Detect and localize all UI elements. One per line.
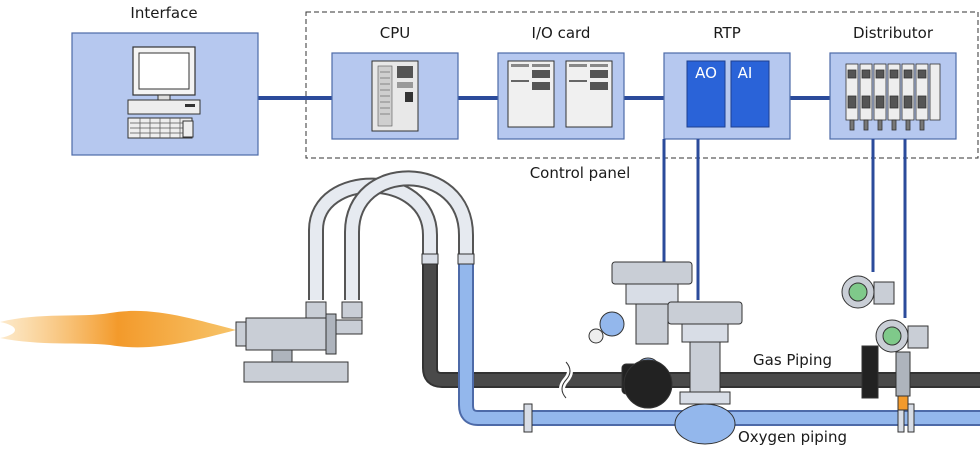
control-panel-frame [305, 11, 979, 159]
io-card-label: I/O card [532, 24, 591, 42]
oxygen-piping-label: Oxygen piping [738, 428, 847, 446]
field-cables [662, 139, 907, 318]
oxygen-control-valve-icon [667, 301, 743, 445]
pipe-fittings [421, 253, 915, 433]
ao-label: AO [695, 64, 717, 82]
gas-transmitter-icon [841, 275, 895, 399]
burner-icon [235, 301, 363, 383]
flame [0, 310, 236, 348]
gas-control-valve-icon [588, 261, 693, 409]
ao-channel [686, 60, 726, 128]
ai-label: AI [738, 64, 753, 82]
ai-channel [730, 60, 770, 128]
io-card-module: I/O card [497, 24, 625, 140]
gas-piping-label: Gas Piping [753, 351, 832, 369]
distributor-label: Distributor [853, 24, 934, 42]
interface-module: Interface [71, 4, 259, 156]
cpu-unit-icon [371, 60, 419, 132]
oxygen-transmitter-icon [875, 319, 929, 411]
control-panel-label: Control panel [530, 164, 631, 182]
cpu-label: CPU [380, 24, 411, 42]
cpu-module: CPU [331, 24, 459, 140]
distributor-icon [845, 63, 941, 131]
distributor-module: Distributor [829, 24, 957, 140]
rtp-label: RTP [713, 24, 741, 42]
computer-icon [127, 46, 201, 139]
io-card-icon [507, 60, 613, 128]
burner-hoses [308, 170, 474, 300]
rtp-module: RTP AO AI [663, 24, 791, 140]
interface-label: Interface [130, 4, 197, 22]
